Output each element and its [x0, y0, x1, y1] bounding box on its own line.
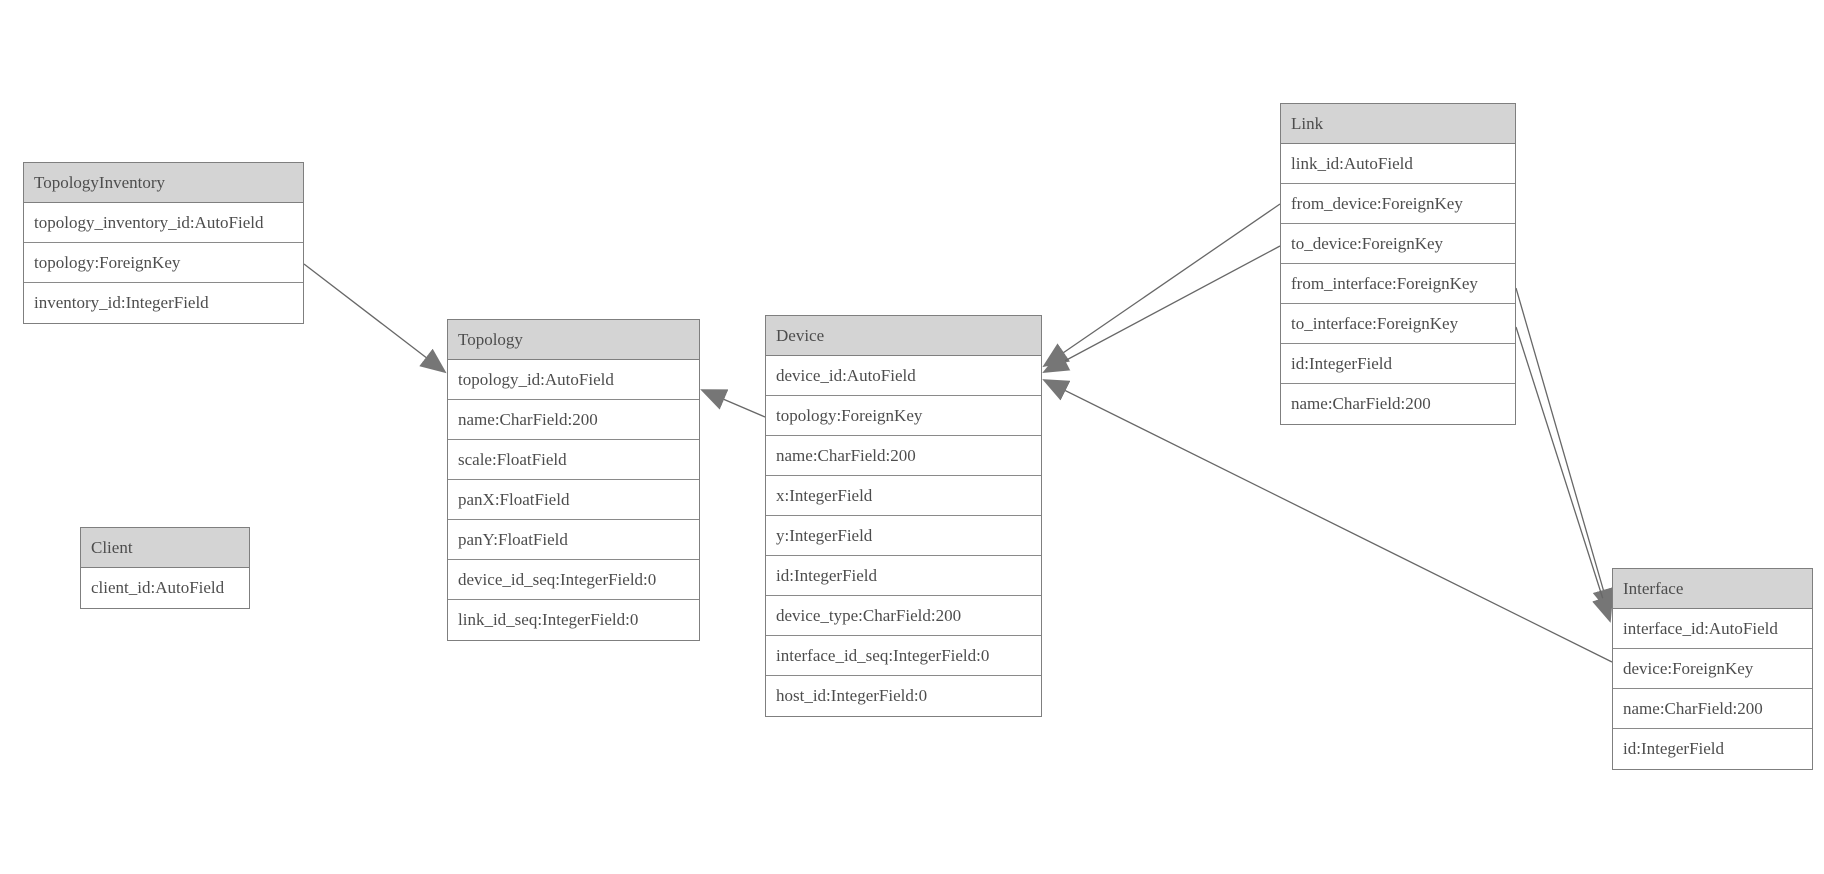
- field-row: scale:FloatField: [448, 440, 699, 480]
- edge-topologyinventory-topology: [303, 263, 447, 374]
- edge-interface-device: [1042, 379, 1613, 663]
- field-row: panX:FloatField: [448, 480, 699, 520]
- entity-title-link: Link: [1281, 104, 1515, 144]
- entity-title-device: Device: [766, 316, 1041, 356]
- field-row: interface_id_seq:IntegerField:0: [766, 636, 1041, 676]
- entity-title-topology: Topology: [448, 320, 699, 360]
- field-row: name:CharField:200: [766, 436, 1041, 476]
- field-row: host_id:IntegerField:0: [766, 676, 1041, 716]
- field-row: name:CharField:200: [1613, 689, 1812, 729]
- field-row: id:IntegerField: [766, 556, 1041, 596]
- entity-title-client: Client: [81, 528, 249, 568]
- edge-link-to-interface: [1515, 326, 1614, 623]
- field-row: device_id_seq:IntegerField:0: [448, 560, 699, 600]
- field-row: topology:ForeignKey: [24, 243, 303, 283]
- field-row: from_interface:ForeignKey: [1281, 264, 1515, 304]
- edge-device-topology: [700, 389, 766, 418]
- field-row: topology_inventory_id:AutoField: [24, 203, 303, 243]
- field-row: to_device:ForeignKey: [1281, 224, 1515, 264]
- field-row: device:ForeignKey: [1613, 649, 1812, 689]
- field-row: inventory_id:IntegerField: [24, 283, 303, 323]
- field-row: device_type:CharField:200: [766, 596, 1041, 636]
- field-row: interface_id:AutoField: [1613, 609, 1812, 649]
- field-row: from_device:ForeignKey: [1281, 184, 1515, 224]
- field-row: id:IntegerField: [1281, 344, 1515, 384]
- field-row: link_id_seq:IntegerField:0: [448, 600, 699, 640]
- field-row: topology:ForeignKey: [766, 396, 1041, 436]
- field-row: link_id:AutoField: [1281, 144, 1515, 184]
- entity-title-interface: Interface: [1613, 569, 1812, 609]
- field-row: to_interface:ForeignKey: [1281, 304, 1515, 344]
- field-row: name:CharField:200: [448, 400, 699, 440]
- field-row: topology_id:AutoField: [448, 360, 699, 400]
- field-row: device_id:AutoField: [766, 356, 1041, 396]
- field-row: id:IntegerField: [1613, 729, 1812, 769]
- field-row: y:IntegerField: [766, 516, 1041, 556]
- field-row: client_id:AutoField: [81, 568, 249, 608]
- edge-link-from-device: [1042, 203, 1281, 368]
- field-row: panY:FloatField: [448, 520, 699, 560]
- field-row: x:IntegerField: [766, 476, 1041, 516]
- edge-link-from-interface: [1515, 287, 1614, 615]
- edge-link-to-device: [1042, 245, 1281, 373]
- field-row: name:CharField:200: [1281, 384, 1515, 424]
- entity-title-topology-inventory: TopologyInventory: [24, 163, 303, 203]
